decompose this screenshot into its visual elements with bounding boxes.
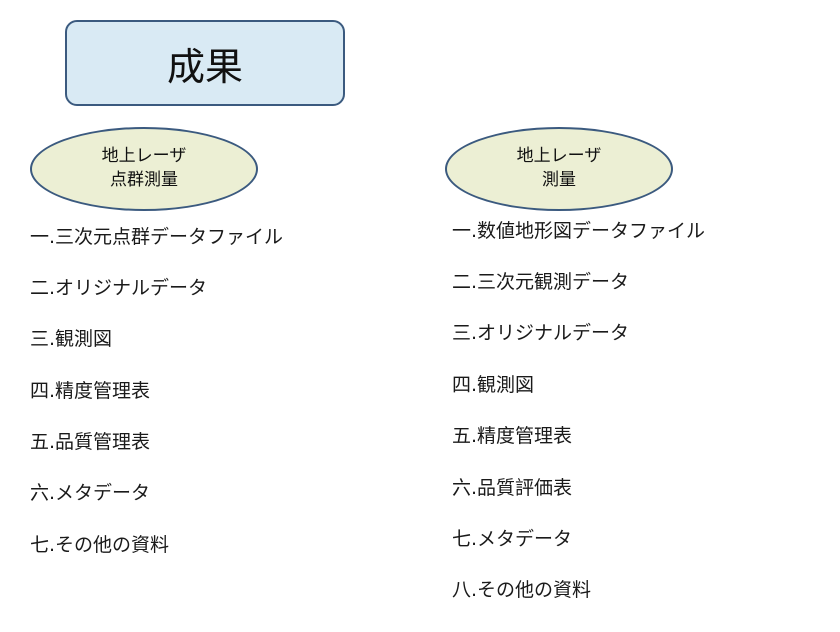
left-list-item: 三.観測図 <box>30 328 113 350</box>
left-list-item: 一.三次元点群データファイル <box>30 226 284 248</box>
right-list-item: 七.メタデータ <box>452 528 573 550</box>
left-heading-line-2: 点群測量 <box>109 170 178 190</box>
right-list-item: 一.数値地形図データファイル <box>452 220 706 242</box>
title-box: 成果 <box>65 20 345 106</box>
right-list-item: 八.その他の資料 <box>452 579 592 601</box>
left-list-item: 六.メタデータ <box>30 482 151 504</box>
left-heading-line-1: 地上レーザ <box>101 146 187 167</box>
title-text: 成果 <box>166 44 243 89</box>
left-list-item: 七.その他の資料 <box>30 534 170 556</box>
right-list-item: 三.オリジナルデータ <box>452 322 630 344</box>
right-list-item: 六.品質評価表 <box>452 477 573 499</box>
left-list-item: 四.精度管理表 <box>30 380 151 402</box>
right-heading-line-2: 測量 <box>541 170 576 190</box>
left-list-item: 五.品質管理表 <box>30 431 151 453</box>
right-heading-line-1: 地上レーザ <box>516 146 602 167</box>
left-category-ellipse: 地上レーザ 点群測量 <box>30 127 258 211</box>
right-list-item: 五.精度管理表 <box>452 425 573 447</box>
left-list-item: 二.オリジナルデータ <box>30 277 208 299</box>
right-category-ellipse: 地上レーザ 測量 <box>445 127 673 211</box>
right-list-item: 二.三次元観測データ <box>452 271 630 293</box>
right-list-item: 四.観測図 <box>452 374 535 396</box>
